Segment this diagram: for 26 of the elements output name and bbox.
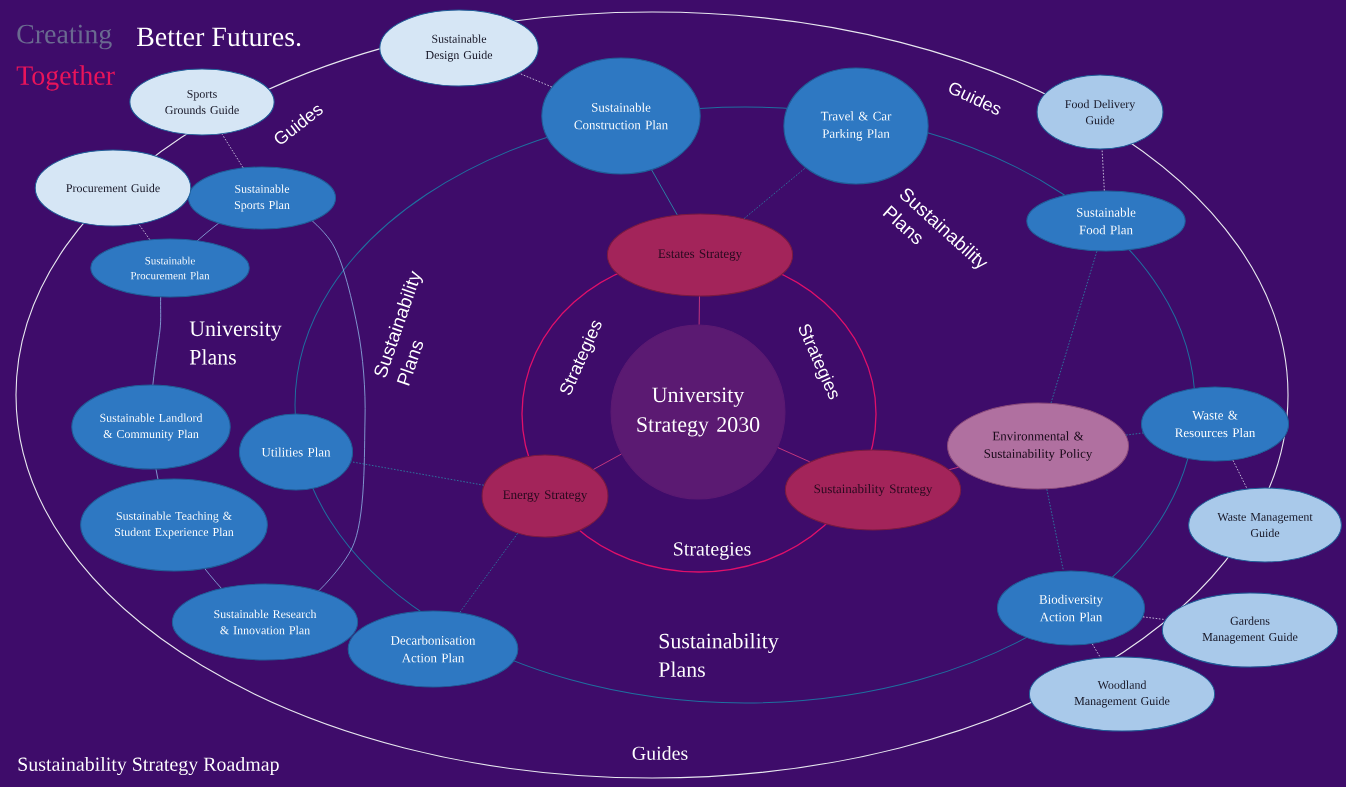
connector-line [593,453,622,470]
connector-line [221,133,244,168]
ring-label: Together [16,65,115,91]
connector-line [777,447,811,463]
connector-line [350,461,485,486]
connector-line [698,296,700,325]
connector-line [1125,432,1144,436]
ring-label: Sustainability Plans [658,633,779,677]
connector-line [459,533,518,613]
connector-line [743,167,806,219]
title: Sustainability Strategy Roadmap [18,756,279,776]
connector-line [138,223,151,240]
connector-line [1050,250,1098,404]
connector-line [948,466,959,471]
connector-line [1101,149,1105,191]
connector-line [1046,488,1064,572]
ring-label: Strategies [674,542,751,560]
connector-line [1091,643,1101,658]
connector-line [651,169,678,216]
ring-label: Creating [17,24,112,50]
connector-line [518,72,553,88]
ring-label: Better Futures. [137,27,301,47]
ring-label: University Plans [189,321,282,365]
connector-line [1142,616,1166,620]
ring-label: Guides [632,746,688,760]
connector-line [1232,460,1248,489]
